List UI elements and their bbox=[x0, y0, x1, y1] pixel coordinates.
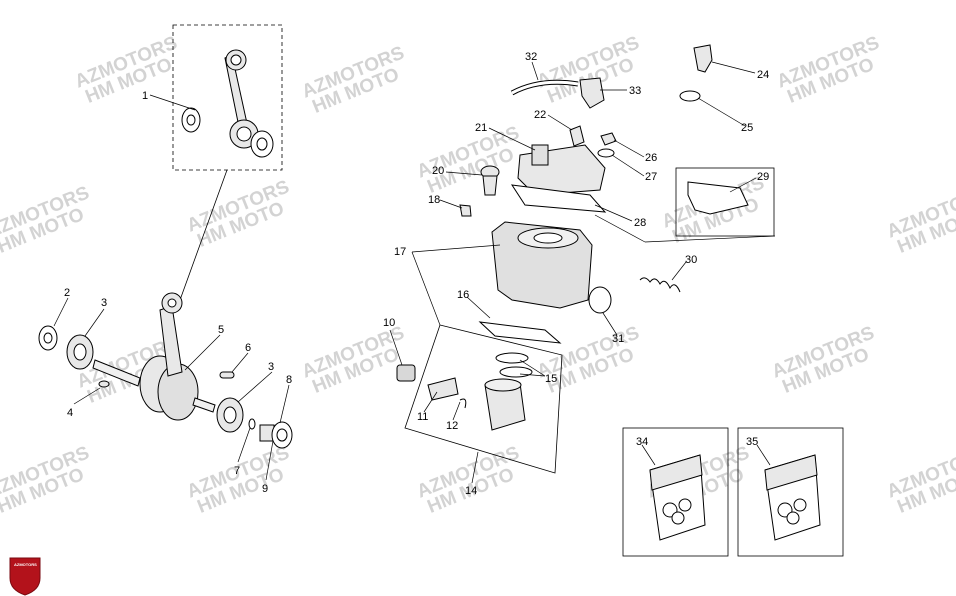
part-label-17[interactable]: 17 bbox=[394, 246, 406, 258]
part-label-18[interactable]: 18 bbox=[428, 194, 440, 206]
connecting-rod-kit-box bbox=[172, 24, 283, 171]
part-label-16[interactable]: 16 bbox=[457, 289, 469, 301]
piston-kit-box bbox=[404, 324, 563, 474]
part-label-8[interactable]: 8 bbox=[286, 374, 292, 386]
part-label-14[interactable]: 14 bbox=[465, 485, 477, 497]
part-label-3a[interactable]: 3 bbox=[101, 297, 107, 309]
part-label-15[interactable]: 15 bbox=[545, 373, 557, 385]
gasket-kit-bag-b bbox=[764, 454, 821, 541]
part-label-35[interactable]: 35 bbox=[746, 436, 758, 448]
part-label-21[interactable]: 21 bbox=[475, 122, 487, 134]
part-label-24[interactable]: 24 bbox=[757, 69, 769, 81]
part-label-9[interactable]: 9 bbox=[262, 483, 268, 495]
part-label-12[interactable]: 12 bbox=[446, 420, 458, 432]
part-label-20[interactable]: 20 bbox=[432, 165, 444, 177]
gasket-kit-box-a bbox=[622, 427, 729, 557]
part-label-28[interactable]: 28 bbox=[634, 217, 646, 229]
part-label-32[interactable]: 32 bbox=[525, 51, 537, 63]
part-label-2[interactable]: 2 bbox=[64, 287, 70, 299]
part-label-22[interactable]: 22 bbox=[534, 109, 546, 121]
gasket-box bbox=[675, 167, 775, 237]
part-label-6[interactable]: 6 bbox=[245, 342, 251, 354]
logo-text: AZMOTORS bbox=[14, 562, 37, 567]
azmotors-shield-logo: AZMOTORS bbox=[9, 557, 41, 596]
part-label-10[interactable]: 10 bbox=[383, 317, 395, 329]
part-label-34[interactable]: 34 bbox=[636, 436, 648, 448]
part-label-3b[interactable]: 3 bbox=[268, 361, 274, 373]
gasket-kit-box-b bbox=[737, 427, 844, 557]
leader-lines bbox=[53, 61, 776, 484]
connecting-rod-kit-drawing bbox=[181, 49, 274, 158]
part-label-11[interactable]: 11 bbox=[417, 411, 428, 423]
part-label-26[interactable]: 26 bbox=[645, 152, 657, 164]
part-label-29[interactable]: 29 bbox=[757, 171, 769, 183]
crankshaft-drawing bbox=[38, 292, 293, 449]
part-number-labels: 1 2 3 3 4 5 6 7 8 9 10 11 12 14 15 16 17… bbox=[64, 51, 769, 497]
part-label-7[interactable]: 7 bbox=[234, 465, 240, 477]
part-label-4[interactable]: 4 bbox=[67, 407, 73, 419]
part-label-25[interactable]: 25 bbox=[741, 122, 753, 134]
part-label-33[interactable]: 33 bbox=[629, 85, 641, 97]
part-label-1[interactable]: 1 bbox=[142, 90, 148, 102]
part-label-27[interactable]: 27 bbox=[645, 171, 657, 183]
part-label-30[interactable]: 30 bbox=[685, 254, 697, 266]
part-label-5[interactable]: 5 bbox=[218, 324, 224, 336]
part-label-31[interactable]: 31 bbox=[612, 333, 624, 345]
gasket-kit-bag-a bbox=[649, 454, 706, 541]
cylinder-drawing bbox=[396, 44, 713, 431]
kit-leader-line bbox=[179, 169, 228, 301]
